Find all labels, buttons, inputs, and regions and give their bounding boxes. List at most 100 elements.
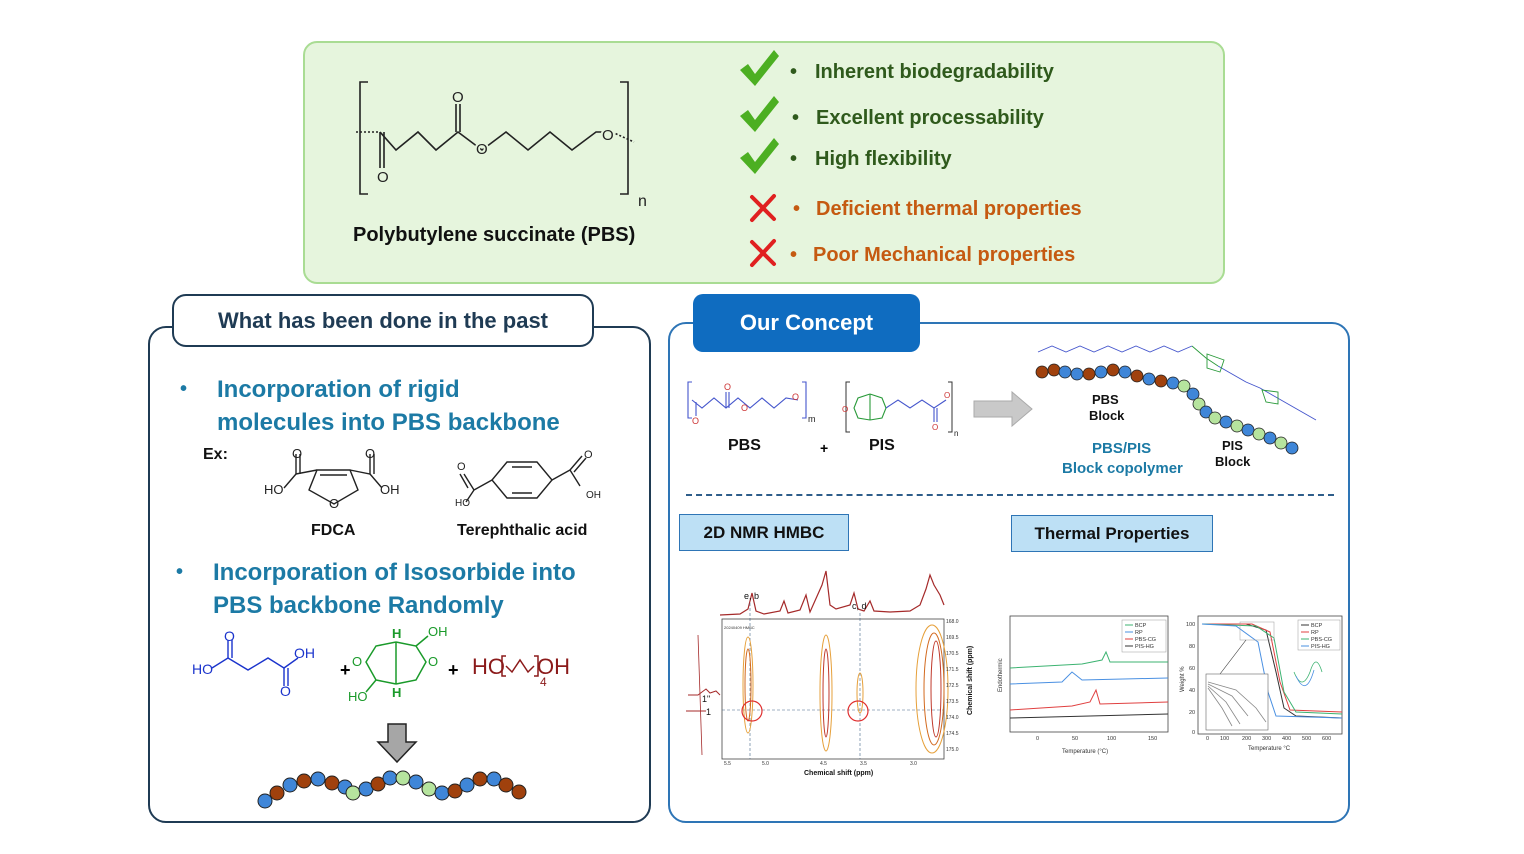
check-icon	[740, 96, 779, 132]
svg-text:Temperature °C: Temperature °C	[1248, 746, 1291, 752]
svg-text:0: 0	[1192, 730, 1195, 736]
svg-text:173.5: 173.5	[946, 699, 959, 705]
down-arrow-icon	[376, 723, 418, 764]
svg-text:HO: HO	[264, 482, 284, 497]
svg-text:m: m	[808, 414, 816, 424]
svg-text:Weight %: Weight %	[1180, 666, 1186, 692]
svg-text:O: O	[932, 423, 938, 432]
svg-text:Chemical shift (ppm): Chemical shift (ppm)	[804, 770, 873, 777]
svg-text:H: H	[392, 685, 401, 700]
svg-text:O: O	[944, 391, 950, 400]
bullet-dot: •	[790, 61, 798, 83]
svg-text:PBS-CG: PBS-CG	[1135, 637, 1156, 643]
svg-text:RP: RP	[1311, 630, 1319, 636]
bullet-dot: •	[180, 378, 188, 400]
svg-text:PIS-HG: PIS-HG	[1135, 644, 1154, 650]
svg-text:600: 600	[1322, 736, 1331, 742]
svg-text:O: O	[292, 448, 302, 461]
svg-text:OH: OH	[586, 490, 601, 501]
svg-text:BCP: BCP	[1135, 623, 1147, 629]
svg-text:e, b: e, b	[744, 591, 759, 601]
pbs-structure: O O O O n	[356, 81, 647, 210]
con-thermal: Deficient thermal properties	[816, 198, 1082, 220]
plus-sign: +	[820, 440, 829, 456]
plus-sign: +	[448, 660, 459, 680]
right-arrow-icon	[973, 390, 1033, 428]
bullet-dot: •	[176, 561, 184, 583]
bullet-dot: •	[792, 107, 800, 129]
bullet-dot: •	[790, 244, 798, 266]
terephthalic-label: Terephthalic acid	[457, 522, 588, 539]
nmr-hmbc-button[interactable]: 2D NMR HMBC	[679, 514, 849, 551]
pro-biodegradability: Inherent biodegradability	[815, 61, 1054, 83]
svg-text:HO: HO	[348, 689, 368, 704]
svg-text:150: 150	[1148, 736, 1157, 742]
pbs-block-line1: PBS	[1092, 392, 1119, 407]
svg-text:O: O	[280, 683, 291, 696]
pis-label: PIS	[869, 437, 895, 454]
svg-text:100: 100	[1186, 622, 1195, 628]
svg-text:OH: OH	[294, 645, 315, 661]
svg-text:BCP: BCP	[1311, 623, 1323, 629]
svg-text:20240409 HMBC: 20240409 HMBC	[724, 625, 755, 630]
svg-text:169.5: 169.5	[946, 635, 959, 641]
fdca-structure: O O HO OH O	[264, 448, 400, 511]
con-mechanical: Poor Mechanical properties	[813, 244, 1076, 266]
subscript-n: n	[638, 193, 647, 210]
svg-text:174.5: 174.5	[946, 731, 959, 737]
svg-text:0: 0	[1206, 736, 1209, 742]
svg-text:80: 80	[1189, 644, 1195, 650]
pbs-block-line2: Block	[1089, 408, 1125, 423]
svg-text:H: H	[392, 626, 401, 641]
example-label: Ex:	[203, 446, 228, 463]
svg-text:O: O	[476, 141, 488, 158]
svg-text:HO: HO	[472, 654, 505, 679]
svg-text:100: 100	[1220, 736, 1229, 742]
svg-text:Endothermic: Endothermic	[998, 658, 1004, 692]
svg-text:O: O	[584, 449, 593, 461]
past-item1-line1: Incorporation of rigid	[217, 376, 460, 403]
past-item1-line2: molecules into PBS backbone	[217, 409, 560, 436]
svg-text:5.5: 5.5	[724, 761, 731, 767]
svg-text:O: O	[329, 496, 339, 511]
pro-flexibility: High flexibility	[815, 148, 952, 170]
svg-text:PBS-CG: PBS-CG	[1311, 637, 1332, 643]
butanediol-structure: HO 4 OH	[472, 654, 570, 689]
svg-text:RP: RP	[1135, 630, 1143, 636]
svg-text:OH: OH	[380, 482, 400, 497]
svg-text:200: 200	[1242, 736, 1251, 742]
svg-text:170.5: 170.5	[946, 651, 959, 657]
svg-text:O: O	[377, 169, 389, 186]
pbs-label: PBS	[728, 437, 761, 454]
copolymer-line1: PBS/PIS	[1092, 440, 1152, 457]
svg-text:400: 400	[1282, 736, 1291, 742]
svg-text:Temperature (°C): Temperature (°C)	[1062, 749, 1108, 755]
pis-unit-structure: O O O n	[842, 381, 958, 438]
divider	[686, 494, 1334, 496]
svg-text:20: 20	[1189, 710, 1195, 716]
svg-text:171.5: 171.5	[946, 667, 959, 673]
svg-text:O: O	[365, 448, 375, 461]
svg-text:O: O	[741, 403, 748, 413]
our-concept-title: Our Concept	[693, 294, 920, 352]
svg-text:O: O	[452, 89, 464, 106]
svg-text:PIS-HG: PIS-HG	[1311, 644, 1330, 650]
svg-text:50: 50	[1072, 736, 1078, 742]
svg-text:175.0: 175.0	[946, 747, 959, 753]
svg-text:OH: OH	[537, 654, 570, 679]
svg-text:168.0: 168.0	[946, 619, 959, 625]
svg-text:O: O	[428, 654, 438, 669]
svg-text:100: 100	[1107, 736, 1116, 742]
terephthalic-structure: O HO O OH	[455, 449, 601, 509]
svg-text:1: 1	[706, 707, 711, 717]
svg-text:O: O	[352, 654, 362, 669]
pro-processability: Excellent processability	[816, 107, 1044, 129]
svg-text:HO: HO	[455, 498, 470, 509]
svg-text:O: O	[692, 416, 699, 426]
svg-text:3.5: 3.5	[860, 761, 867, 767]
svg-text:O: O	[724, 382, 731, 392]
svg-text:O: O	[792, 392, 799, 402]
thermal-properties-button[interactable]: Thermal Properties	[1011, 515, 1213, 552]
